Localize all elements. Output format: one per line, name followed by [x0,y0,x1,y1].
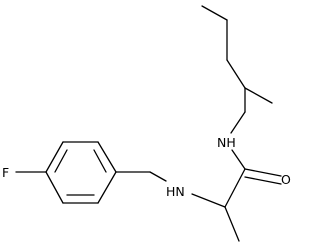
bond [93,149,107,173]
secondary-amine-label: HN [166,184,185,199]
bond [149,171,167,182]
fluorine-label: F [2,165,9,180]
bond [244,87,273,104]
bond [224,206,240,242]
bond [224,168,246,208]
bond [191,193,226,208]
bond-group [15,5,282,242]
bond [201,5,228,21]
atom-labels: F HN NH O [2,135,291,199]
molecule-structure: F HN NH O [2,5,291,242]
bond [244,176,282,185]
bond [226,59,246,89]
carbonyl-oxygen-label: O [281,172,291,187]
bond [97,171,117,204]
bond [54,149,68,173]
bond [97,141,117,173]
bond [45,141,64,173]
bond [231,149,246,170]
bond [244,168,282,177]
amide-nitrogen-label: NH [217,135,236,150]
bond [230,111,246,134]
bond [45,171,64,204]
